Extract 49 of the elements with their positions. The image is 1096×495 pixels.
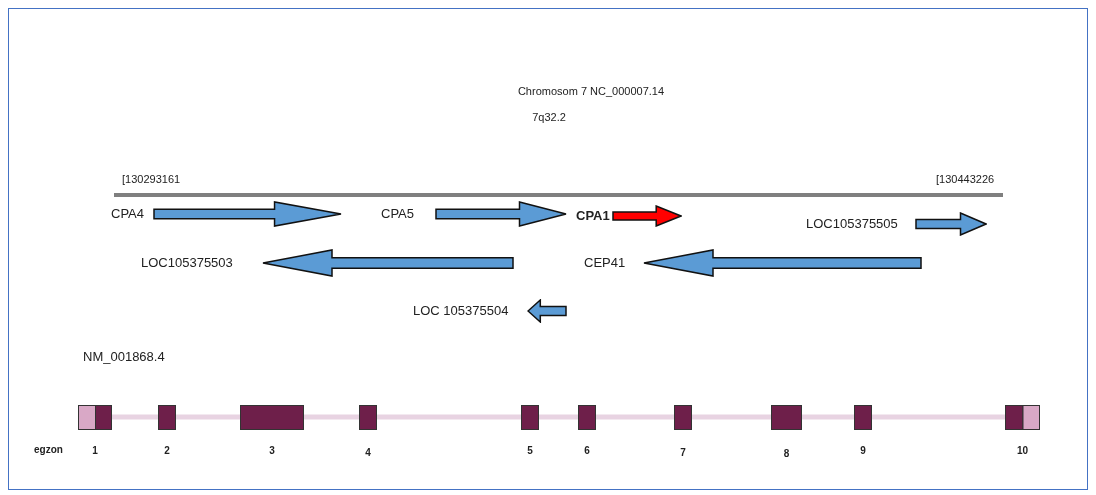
gene-feature — [582, 248, 923, 278]
exon-box — [578, 405, 596, 430]
exon-number: 7 — [680, 447, 686, 458]
intron-line — [872, 414, 1005, 420]
exon-number: 5 — [527, 445, 533, 456]
gene-name: CEP41 — [584, 255, 626, 270]
axis-title: egzon — [34, 444, 63, 455]
gene-name: CPA1 — [576, 208, 610, 223]
intron-line — [377, 414, 521, 420]
exon-box — [78, 405, 112, 430]
intron-line — [304, 414, 359, 420]
exon-box — [771, 405, 802, 430]
end-coordinate: [130443226 — [936, 173, 995, 185]
chromosome-title: Chromosom 7 NC_000007.14 — [516, 85, 666, 97]
gene-feature — [804, 211, 988, 237]
exon-box — [359, 405, 377, 430]
exon-box — [674, 405, 692, 430]
gene-feature — [109, 200, 343, 228]
gene-name: CPA5 — [381, 206, 414, 221]
exon-number: 2 — [164, 445, 170, 456]
intron-line — [176, 414, 240, 420]
exon-number: 9 — [860, 445, 866, 456]
intron-line — [539, 414, 578, 420]
exon-number: 6 — [584, 445, 590, 456]
exon-number: 8 — [783, 448, 790, 459]
exon-box — [521, 405, 539, 430]
intron-line — [802, 414, 854, 420]
gene-name: CPA4 — [111, 206, 144, 221]
intron-line — [596, 414, 674, 420]
cytoband-label: 7q32.2 — [532, 111, 566, 123]
exon-box — [158, 405, 176, 430]
exon-box — [854, 405, 872, 430]
exon-number: 4 — [365, 447, 371, 458]
gene-name: LOC 105375504 — [413, 303, 509, 318]
transcript-label: NM_001868.4 — [83, 349, 165, 364]
exon-number: 3 — [269, 445, 275, 456]
gene-name: LOC105375503 — [141, 255, 233, 270]
exon-box — [240, 405, 304, 430]
exon-number: 10 — [1016, 445, 1029, 456]
gene-feature — [379, 200, 568, 228]
exon-box — [1005, 405, 1040, 430]
intron-line — [112, 414, 158, 420]
intron-line — [692, 414, 771, 420]
gene-feature — [411, 298, 568, 324]
gene-name: LOC105375505 — [806, 216, 898, 231]
gene-feature — [139, 248, 515, 278]
exon-number: 1 — [92, 445, 98, 456]
gene-feature — [574, 204, 683, 228]
start-coordinate: [130293161 — [122, 173, 181, 185]
